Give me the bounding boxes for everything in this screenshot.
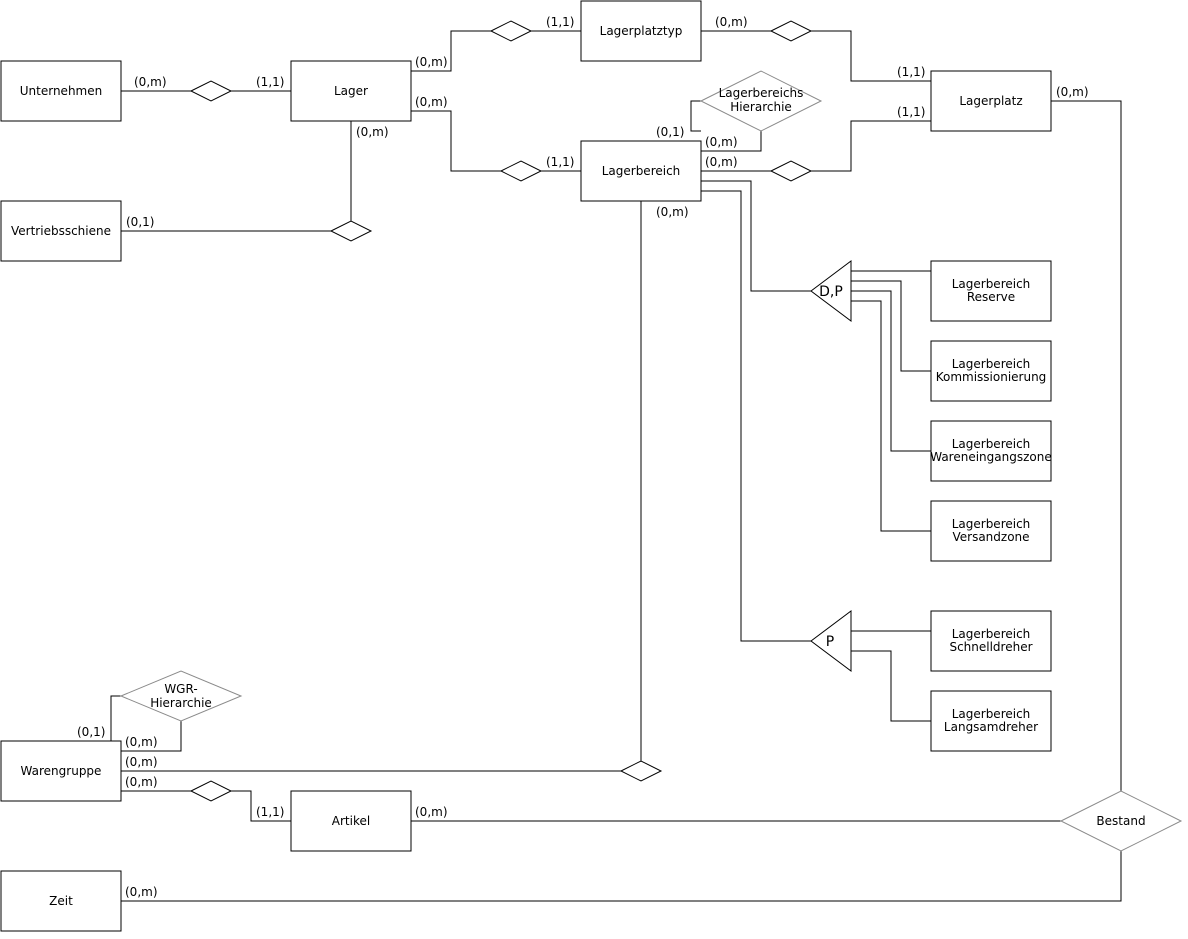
cardinality-label: (0,1) — [656, 125, 684, 139]
relationship-lager-lagerplatztyp — [489, 20, 533, 42]
cardinality-labels: (0,m) (1,1) (0,m) (1,1) (0,m) (1,1) (0,m… — [77, 15, 1089, 899]
entity-lagerplatz-label: Lagerplatz — [959, 94, 1022, 108]
entity-lagerplatztyp: Lagerplatztyp — [580, 0, 702, 62]
relationship-lager-lagerbereich — [499, 160, 543, 182]
cardinality-label: (0,m) — [1056, 85, 1089, 99]
relationship-unternehmen-lager — [189, 80, 233, 102]
entity-lagerbereich-versandzone: Lagerbereich Versandzone — [930, 500, 1052, 562]
generalization-p: P — [810, 610, 852, 672]
entity-artikel-label: Artikel — [332, 814, 370, 828]
relationship-lagerbereichs-hierarchie: Lagerbereichs Hierarchie — [699, 70, 823, 132]
cardinality-label: (0,m) — [134, 75, 167, 89]
cardinality-label: (0,m) — [656, 205, 689, 219]
relationship-wgr-hierarchie: WGR- Hierarchie — [119, 670, 243, 722]
entity-lagerplatz: Lagerplatz — [930, 70, 1052, 132]
cardinality-label: (1,1) — [546, 15, 574, 29]
entity-vertriebsschiene: Vertriebsschiene — [0, 200, 122, 262]
entity-lagerbereich-reserve: Lagerbereich Reserve — [930, 260, 1052, 322]
entity-unternehmen: Unternehmen — [0, 60, 122, 122]
entity-lagerbereich-reserve-label-line2: Reserve — [967, 290, 1015, 304]
entity-zeit: Zeit — [0, 870, 122, 932]
entity-warengruppe: Warengruppe — [0, 740, 122, 802]
cardinality-label: (0,m) — [705, 135, 738, 149]
entity-lager-label: Lager — [334, 84, 368, 98]
entity-lagerbereich-wareneingangszone-label-line2: Wareneingangszone — [930, 450, 1052, 464]
relationship-lagerbereich-warengruppe — [619, 760, 663, 782]
cardinality-label: (1,1) — [256, 75, 284, 89]
entity-lagerbereich-label: Lagerbereich — [602, 164, 681, 178]
relationship-warengruppe-artikel — [189, 780, 233, 802]
cardinality-label: (1,1) — [897, 65, 925, 79]
entity-lagerbereich-kommissionierung-label-line1: Lagerbereich — [952, 357, 1031, 371]
wgr-hierarchie-label-line1: WGR- — [164, 682, 197, 696]
entity-lagerbereich-schnelldreher-label-line1: Lagerbereich — [952, 627, 1031, 641]
cardinality-label: (0,m) — [125, 755, 158, 769]
cardinality-label: (1,1) — [256, 805, 284, 819]
relationship-diamonds — [189, 20, 813, 802]
entity-lagerbereich-schnelldreher: Lagerbereich Schnelldreher — [930, 610, 1052, 672]
entity-lagerbereich-wareneingangszone-label-line1: Lagerbereich — [952, 437, 1031, 451]
entity-artikel: Artikel — [290, 790, 412, 852]
entity-lagerbereich-schnelldreher-label-line2: Schnelldreher — [949, 640, 1032, 654]
entity-zeit-label: Zeit — [49, 894, 73, 908]
cardinality-label: (1,1) — [546, 155, 574, 169]
entity-vertriebsschiene-label: Vertriebsschiene — [11, 224, 111, 238]
entity-lagerbereich-versandzone-label-line2: Versandzone — [952, 530, 1029, 544]
relationship-lagerbereich-lagerplatz — [769, 160, 813, 182]
entity-lagerbereich-versandzone-label-line1: Lagerbereich — [952, 517, 1031, 531]
entity-lagerbereich-langsamdreher: Lagerbereich Langsamdreher — [930, 690, 1052, 752]
entity-lagerbereich-langsamdreher-label-line1: Lagerbereich — [952, 707, 1031, 721]
relationship-lager-vertriebsschiene — [329, 220, 373, 242]
entity-lagerbereich-wareneingangszone: Lagerbereich Wareneingangszone — [930, 420, 1052, 482]
cardinality-label: (0,m) — [125, 775, 158, 789]
cardinality-label: (0,m) — [125, 885, 158, 899]
generalization-dp: D,P — [810, 260, 852, 322]
cardinality-label: (0,m) — [415, 805, 448, 819]
connector-lines — [110, 30, 1122, 902]
cardinality-label: (0,m) — [715, 15, 748, 29]
bestand-label: Bestand — [1096, 814, 1145, 828]
entity-lagerbereich-kommissionierung-label-line2: Kommissionierung — [936, 370, 1047, 384]
cardinality-label: (0,m) — [705, 155, 738, 169]
entity-lager: Lager — [290, 60, 412, 122]
relationship-lagerplatztyp-lagerplatz — [769, 20, 813, 42]
cardinality-label: (0,m) — [415, 55, 448, 69]
lagerbereichs-hierarchie-label-line2: Hierarchie — [730, 100, 792, 114]
entity-lagerplatztyp-label: Lagerplatztyp — [600, 24, 683, 38]
entity-lagerbereich-kommissionierung: Lagerbereich Kommissionierung — [930, 340, 1052, 402]
generalization-dp-label: D,P — [819, 284, 843, 300]
cardinality-label: (0,1) — [126, 215, 154, 229]
entity-unternehmen-label: Unternehmen — [20, 84, 102, 98]
cardinality-label: (0,m) — [415, 95, 448, 109]
relationship-bestand: Bestand — [1059, 790, 1183, 852]
lagerbereichs-hierarchie-label-line1: Lagerbereichs — [719, 86, 804, 100]
entity-lagerbereich-langsamdreher-label-line2: Langsamdreher — [944, 720, 1038, 734]
cardinality-label: (1,1) — [897, 105, 925, 119]
cardinality-label: (0,1) — [77, 725, 105, 739]
entity-lagerbereich: Lagerbereich — [580, 140, 702, 202]
generalization-p-label: P — [826, 634, 834, 650]
entity-lagerbereich-reserve-label-line1: Lagerbereich — [952, 277, 1031, 291]
wgr-hierarchie-label-line2: Hierarchie — [150, 696, 212, 710]
entity-warengruppe-label: Warengruppe — [21, 764, 102, 778]
cardinality-label: (0,m) — [356, 125, 389, 139]
cardinality-label: (0,m) — [125, 735, 158, 749]
